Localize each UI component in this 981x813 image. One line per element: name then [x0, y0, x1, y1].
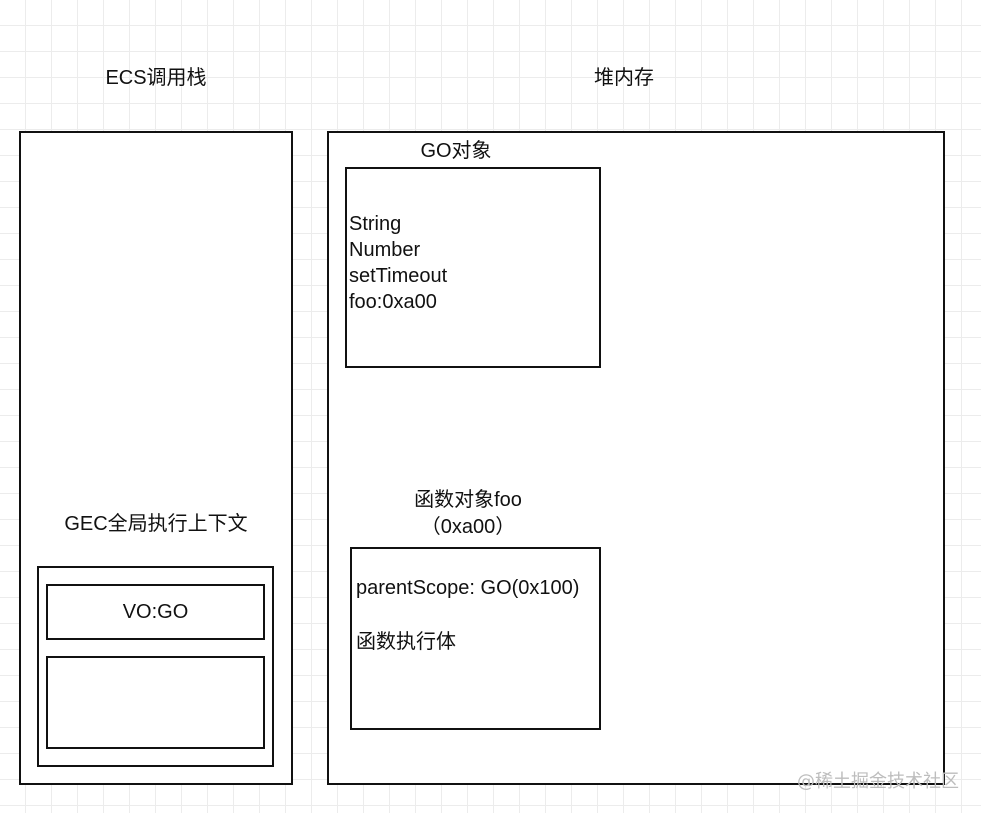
- go-property-settimeout: setTimeout: [349, 265, 448, 287]
- watermark: @稀土掘金技术社区: [797, 771, 959, 792]
- func-parent-scope: parentScope: GO(0x100): [356, 577, 580, 599]
- go-property-foo: foo:0xa00: [349, 291, 437, 313]
- empty-slot: [46, 656, 265, 749]
- gec-title: GEC全局执行上下文: [64, 513, 248, 535]
- go-property-number: Number: [349, 239, 421, 261]
- go-object-box: String Number setTimeout foo:0xa00: [345, 167, 601, 368]
- go-property-string: String: [349, 213, 402, 235]
- func-object-box: parentScope: GO(0x100) 函数执行体: [350, 547, 601, 730]
- ecs-title: ECS调用栈: [105, 67, 207, 89]
- vo-label: VO:GO: [122, 601, 189, 623]
- func-body: 函数执行体: [356, 631, 456, 653]
- func-object-title: 函数对象foo: [414, 489, 522, 511]
- vo-slot: VO:GO: [46, 584, 265, 640]
- go-object-title: GO对象: [420, 140, 492, 162]
- heap-title: 堆内存: [594, 67, 654, 89]
- func-object-address: （0xa00）: [420, 516, 516, 538]
